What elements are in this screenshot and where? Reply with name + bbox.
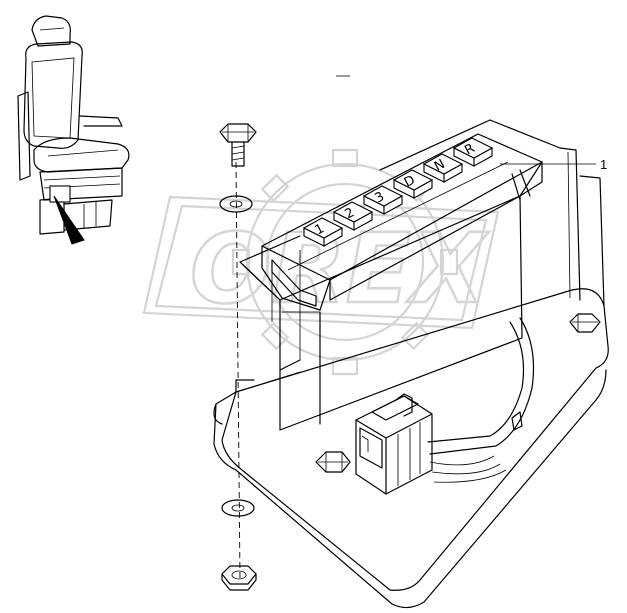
gear-selector-panel — [261, 133, 543, 311]
gear-key-3[interactable]: 3 — [362, 185, 404, 215]
gear-key-2[interactable]: 2 — [332, 201, 374, 231]
mounting-bolt — [219, 123, 257, 167]
hex-nut — [221, 565, 257, 591]
gear-key-R[interactable]: R — [452, 137, 494, 167]
operator-seat-illustration — [17, 15, 130, 245]
upper-washer — [219, 195, 253, 213]
hex-bolt-rear — [569, 313, 601, 333]
part-callout: 1 — [500, 157, 607, 172]
electrical-connector[interactable] — [355, 393, 433, 495]
callout-number: 1 — [600, 157, 607, 172]
mounting-bracket — [213, 119, 609, 609]
gear-selector-housing — [239, 195, 523, 431]
gear-key-N[interactable]: N — [422, 153, 464, 183]
gear-key-1[interactable]: 1 — [302, 217, 344, 247]
watermark: OREX — [142, 148, 500, 376]
lower-washer — [221, 499, 255, 517]
wire-harness — [427, 317, 535, 483]
gear-key-D[interactable]: D — [392, 169, 434, 199]
hex-bolt-front — [315, 451, 351, 473]
